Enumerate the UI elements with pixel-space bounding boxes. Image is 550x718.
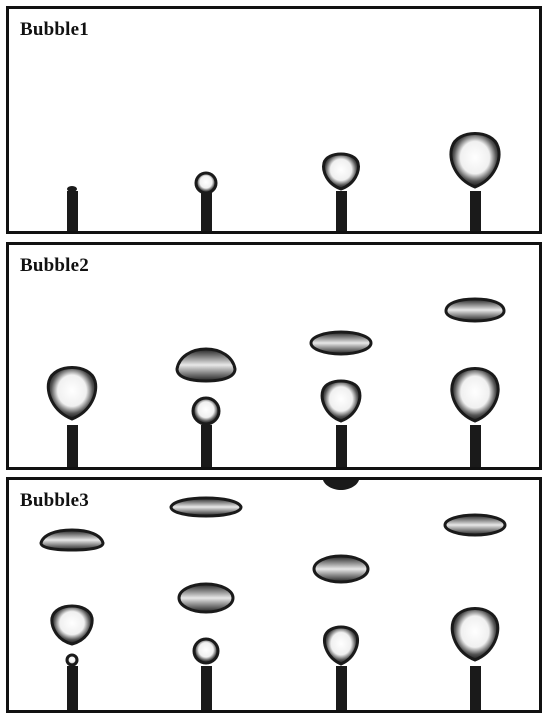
bubble — [46, 366, 98, 421]
panel-label: Bubble1 — [20, 19, 89, 40]
bubble — [450, 367, 500, 423]
panel-label: Bubble2 — [20, 255, 89, 276]
bubble — [323, 625, 359, 666]
bubble — [50, 604, 94, 646]
needle — [67, 425, 78, 467]
detached-bubble — [169, 496, 243, 518]
needle — [336, 425, 347, 467]
bubble1-scene — [67, 132, 501, 231]
panel-label: Bubble3 — [20, 490, 89, 511]
panel-bubble3: Bubble3 — [6, 477, 542, 713]
needle — [336, 666, 347, 710]
detached-bubble — [323, 480, 359, 490]
detached-bubble — [444, 297, 506, 323]
bubble — [191, 396, 221, 426]
detached-bubble — [177, 582, 235, 614]
bubble — [320, 379, 362, 423]
bubble3-scene — [39, 480, 507, 710]
needle — [201, 666, 212, 710]
needle — [336, 191, 347, 231]
bubble — [449, 132, 501, 189]
bubble — [67, 186, 77, 192]
bubble2-scene — [46, 297, 506, 467]
detached-bubble — [175, 347, 237, 383]
detached-bubble — [443, 513, 507, 537]
detached-bubble — [309, 330, 373, 356]
bubble — [450, 607, 500, 662]
bubble — [192, 637, 220, 665]
detached-bubble — [39, 528, 105, 552]
needle — [201, 425, 212, 467]
bubble — [194, 171, 218, 195]
needle — [470, 191, 481, 231]
needle — [470, 666, 481, 710]
needle — [470, 425, 481, 467]
bubble — [322, 152, 360, 191]
panel-bubble1: Bubble1 — [6, 6, 542, 234]
detached-bubble — [312, 554, 370, 584]
bubble — [65, 653, 79, 667]
needle — [67, 191, 78, 231]
needle — [67, 666, 78, 710]
panel-bubble2: Bubble2 — [6, 242, 542, 470]
needle — [201, 191, 212, 231]
